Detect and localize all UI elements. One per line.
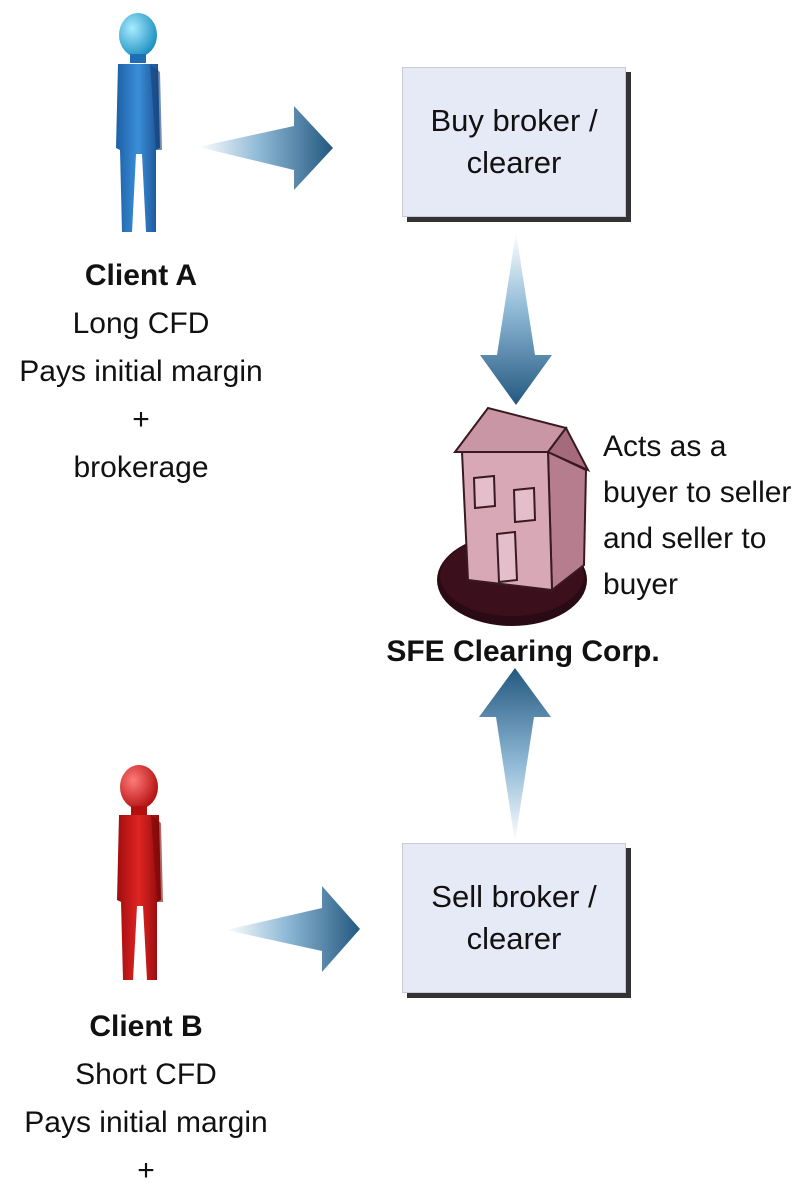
clearing-note-line-4: buyer (603, 568, 679, 601)
clearing-note-line-1: Acts as a (603, 430, 727, 463)
sell-broker-label-line-1: Sell broker / (431, 879, 597, 914)
clearing-note-line-2: buyer to seller (603, 476, 792, 509)
client-b-title: Client B (89, 1010, 203, 1043)
clearing-house-note: Acts as a buyer to seller and seller to … (603, 424, 798, 608)
client-a-line-2: Pays initial margin (19, 355, 263, 388)
sell-broker-box: Sell broker / clearer (402, 843, 626, 993)
clearing-house-name: SFE Clearing Corp. (386, 635, 660, 668)
client-a-label-group: Client A Long CFD Pays initial margin + … (0, 252, 282, 492)
arrow-client-a-to-buy-broker (198, 106, 333, 190)
client-a-person-icon (116, 13, 162, 232)
arrow-client-b-to-sell-broker (226, 886, 360, 972)
clearing-note-line-3: and seller to (603, 522, 767, 555)
arrow-buy-broker-to-clearing (480, 232, 552, 405)
sell-broker-label-line-2: clearer (466, 921, 562, 956)
arrow-sell-broker-to-clearing (479, 668, 551, 842)
client-a-line-3: + (132, 403, 150, 436)
client-b-line-2: Pays initial margin (24, 1106, 268, 1139)
client-b-person-icon (117, 765, 163, 980)
clearing-house-building-icon (437, 406, 591, 626)
client-a-line-1: Long CFD (72, 307, 210, 340)
buy-broker-label-line-2: clearer (466, 145, 562, 180)
client-a-title: Client A (84, 259, 198, 292)
buy-broker-label-line-1: Buy broker / (430, 103, 598, 138)
client-b-line-1: Short CFD (75, 1058, 217, 1091)
buy-broker-box: Buy broker / clearer (402, 67, 626, 217)
client-b-line-3: + (137, 1154, 155, 1187)
client-a-line-4: brokerage (73, 451, 209, 484)
client-b-label-group: Client B Short CFD Pays initial margin + (0, 1003, 292, 1195)
